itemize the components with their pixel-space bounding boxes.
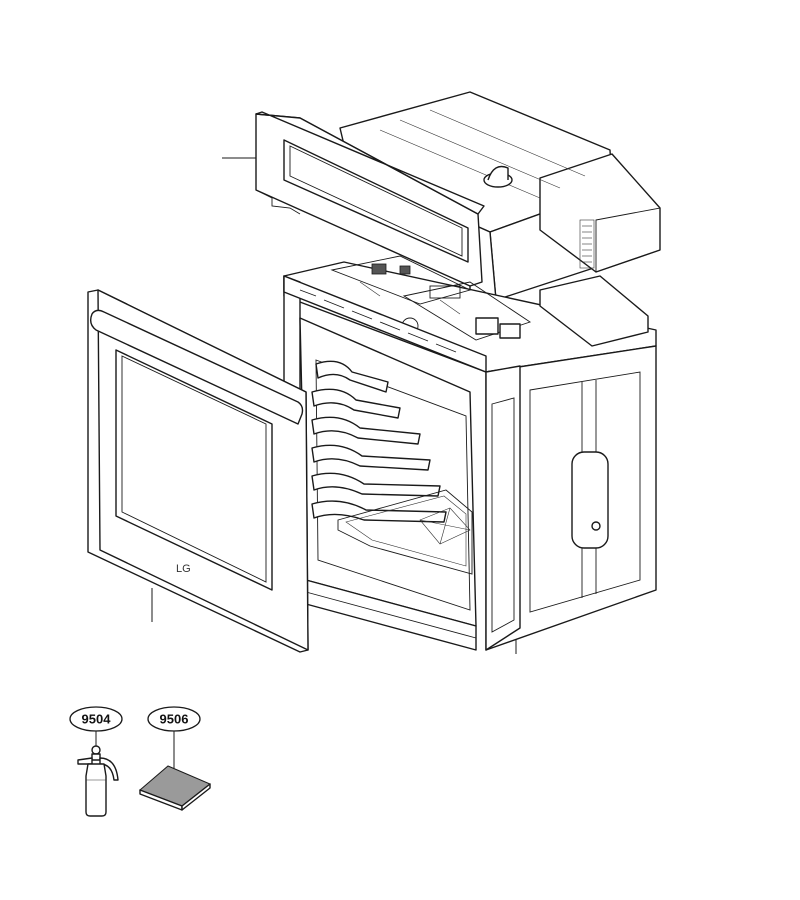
callout-label: 9504 [82,711,112,726]
fan-motor-icon [483,165,513,188]
screw-icon [591,521,601,531]
bake-element [419,507,471,545]
vent-slots [299,289,457,353]
cleaning-pad-icon [139,765,211,811]
oven-cabinet [283,255,657,651]
control-panel-assembly [255,91,661,301]
callout-9506: 9506 [147,706,201,770]
oven-door: LG [87,289,309,653]
vent-grille [579,219,595,269]
callout-9504: 9504 [69,706,123,746]
door-handle [89,309,304,425]
circuit-board [330,255,532,341]
rack-rails [311,360,447,523]
side-handle [571,451,609,549]
callout-label: 9506 [160,711,189,726]
leader-lines [151,157,517,654]
door-logo: LG [176,563,191,575]
door-window [115,349,273,591]
spray-bottle-icon [77,745,119,817]
